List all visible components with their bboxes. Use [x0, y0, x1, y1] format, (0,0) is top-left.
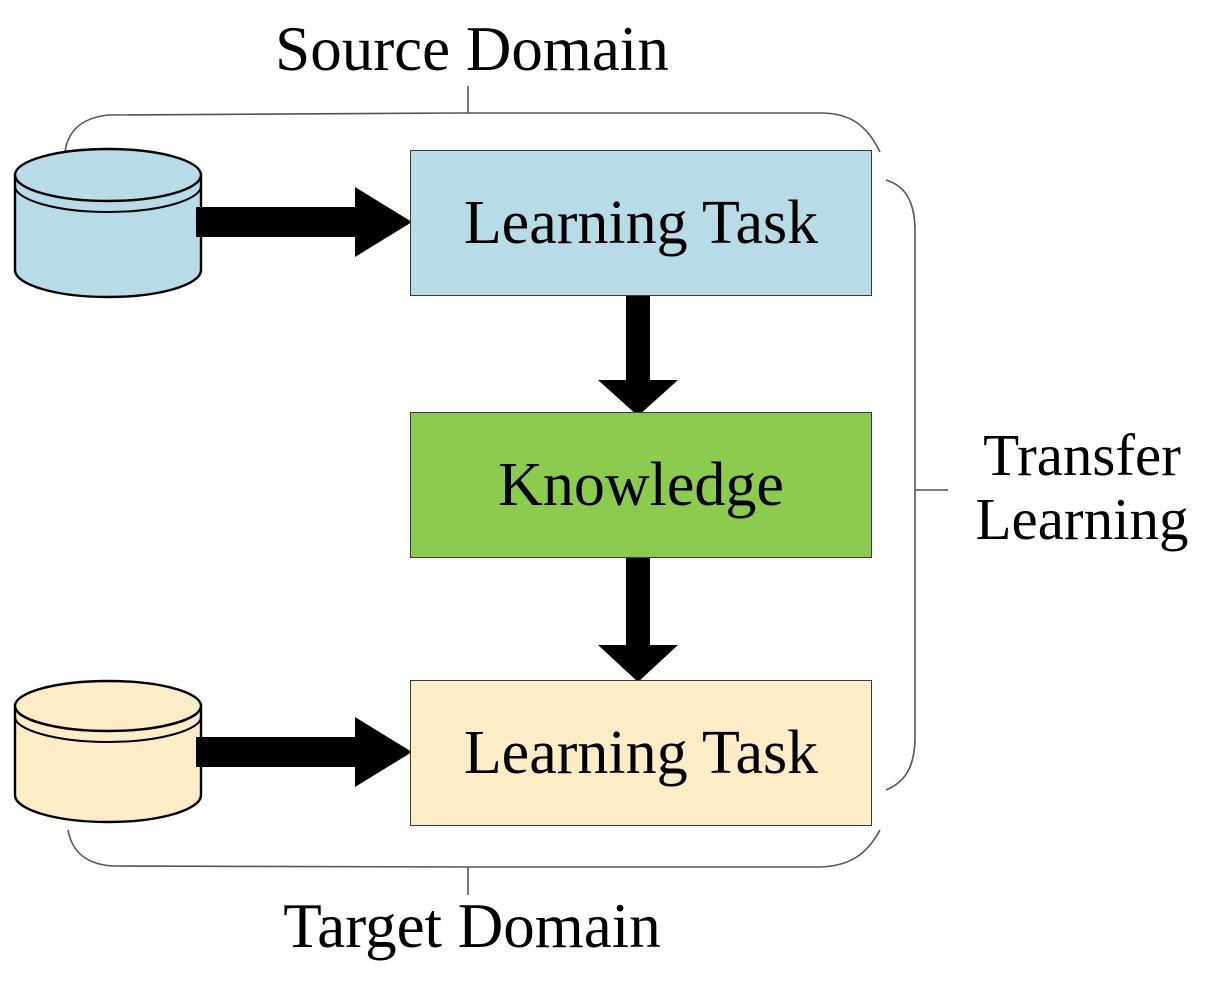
- target-domain-brace: [67, 829, 881, 895]
- target-domain-label: Target Domain: [283, 891, 661, 961]
- knowledge-box[interactable]: Knowledge: [410, 412, 872, 558]
- arrow-source-task-to-knowledge: [598, 294, 678, 416]
- transfer-learning-label-line2: Learning: [975, 485, 1189, 552]
- transfer-learning-label-line1: Transfer: [983, 422, 1181, 488]
- source-learning-task-box[interactable]: Learning Task: [410, 150, 872, 296]
- source-domain-label: Source Domain: [275, 14, 669, 84]
- knowledge-label: Knowledge: [498, 450, 784, 519]
- arrow-knowledge-to-target-task: [598, 556, 678, 682]
- arrow-source-db-to-task: [196, 187, 412, 257]
- source-domain-brace: [64, 86, 881, 153]
- target-learning-task-box[interactable]: Learning Task: [410, 680, 872, 826]
- target-database-icon: [13, 679, 203, 824]
- source-database-icon: [13, 147, 203, 299]
- arrow-target-db-to-task: [196, 717, 412, 787]
- transfer-learning-brace: [885, 179, 948, 791]
- transfer-learning-label: Transfer Learning: [944, 422, 1220, 552]
- source-learning-task-label: Learning Task: [463, 188, 819, 257]
- target-learning-task-label: Learning Task: [463, 718, 819, 787]
